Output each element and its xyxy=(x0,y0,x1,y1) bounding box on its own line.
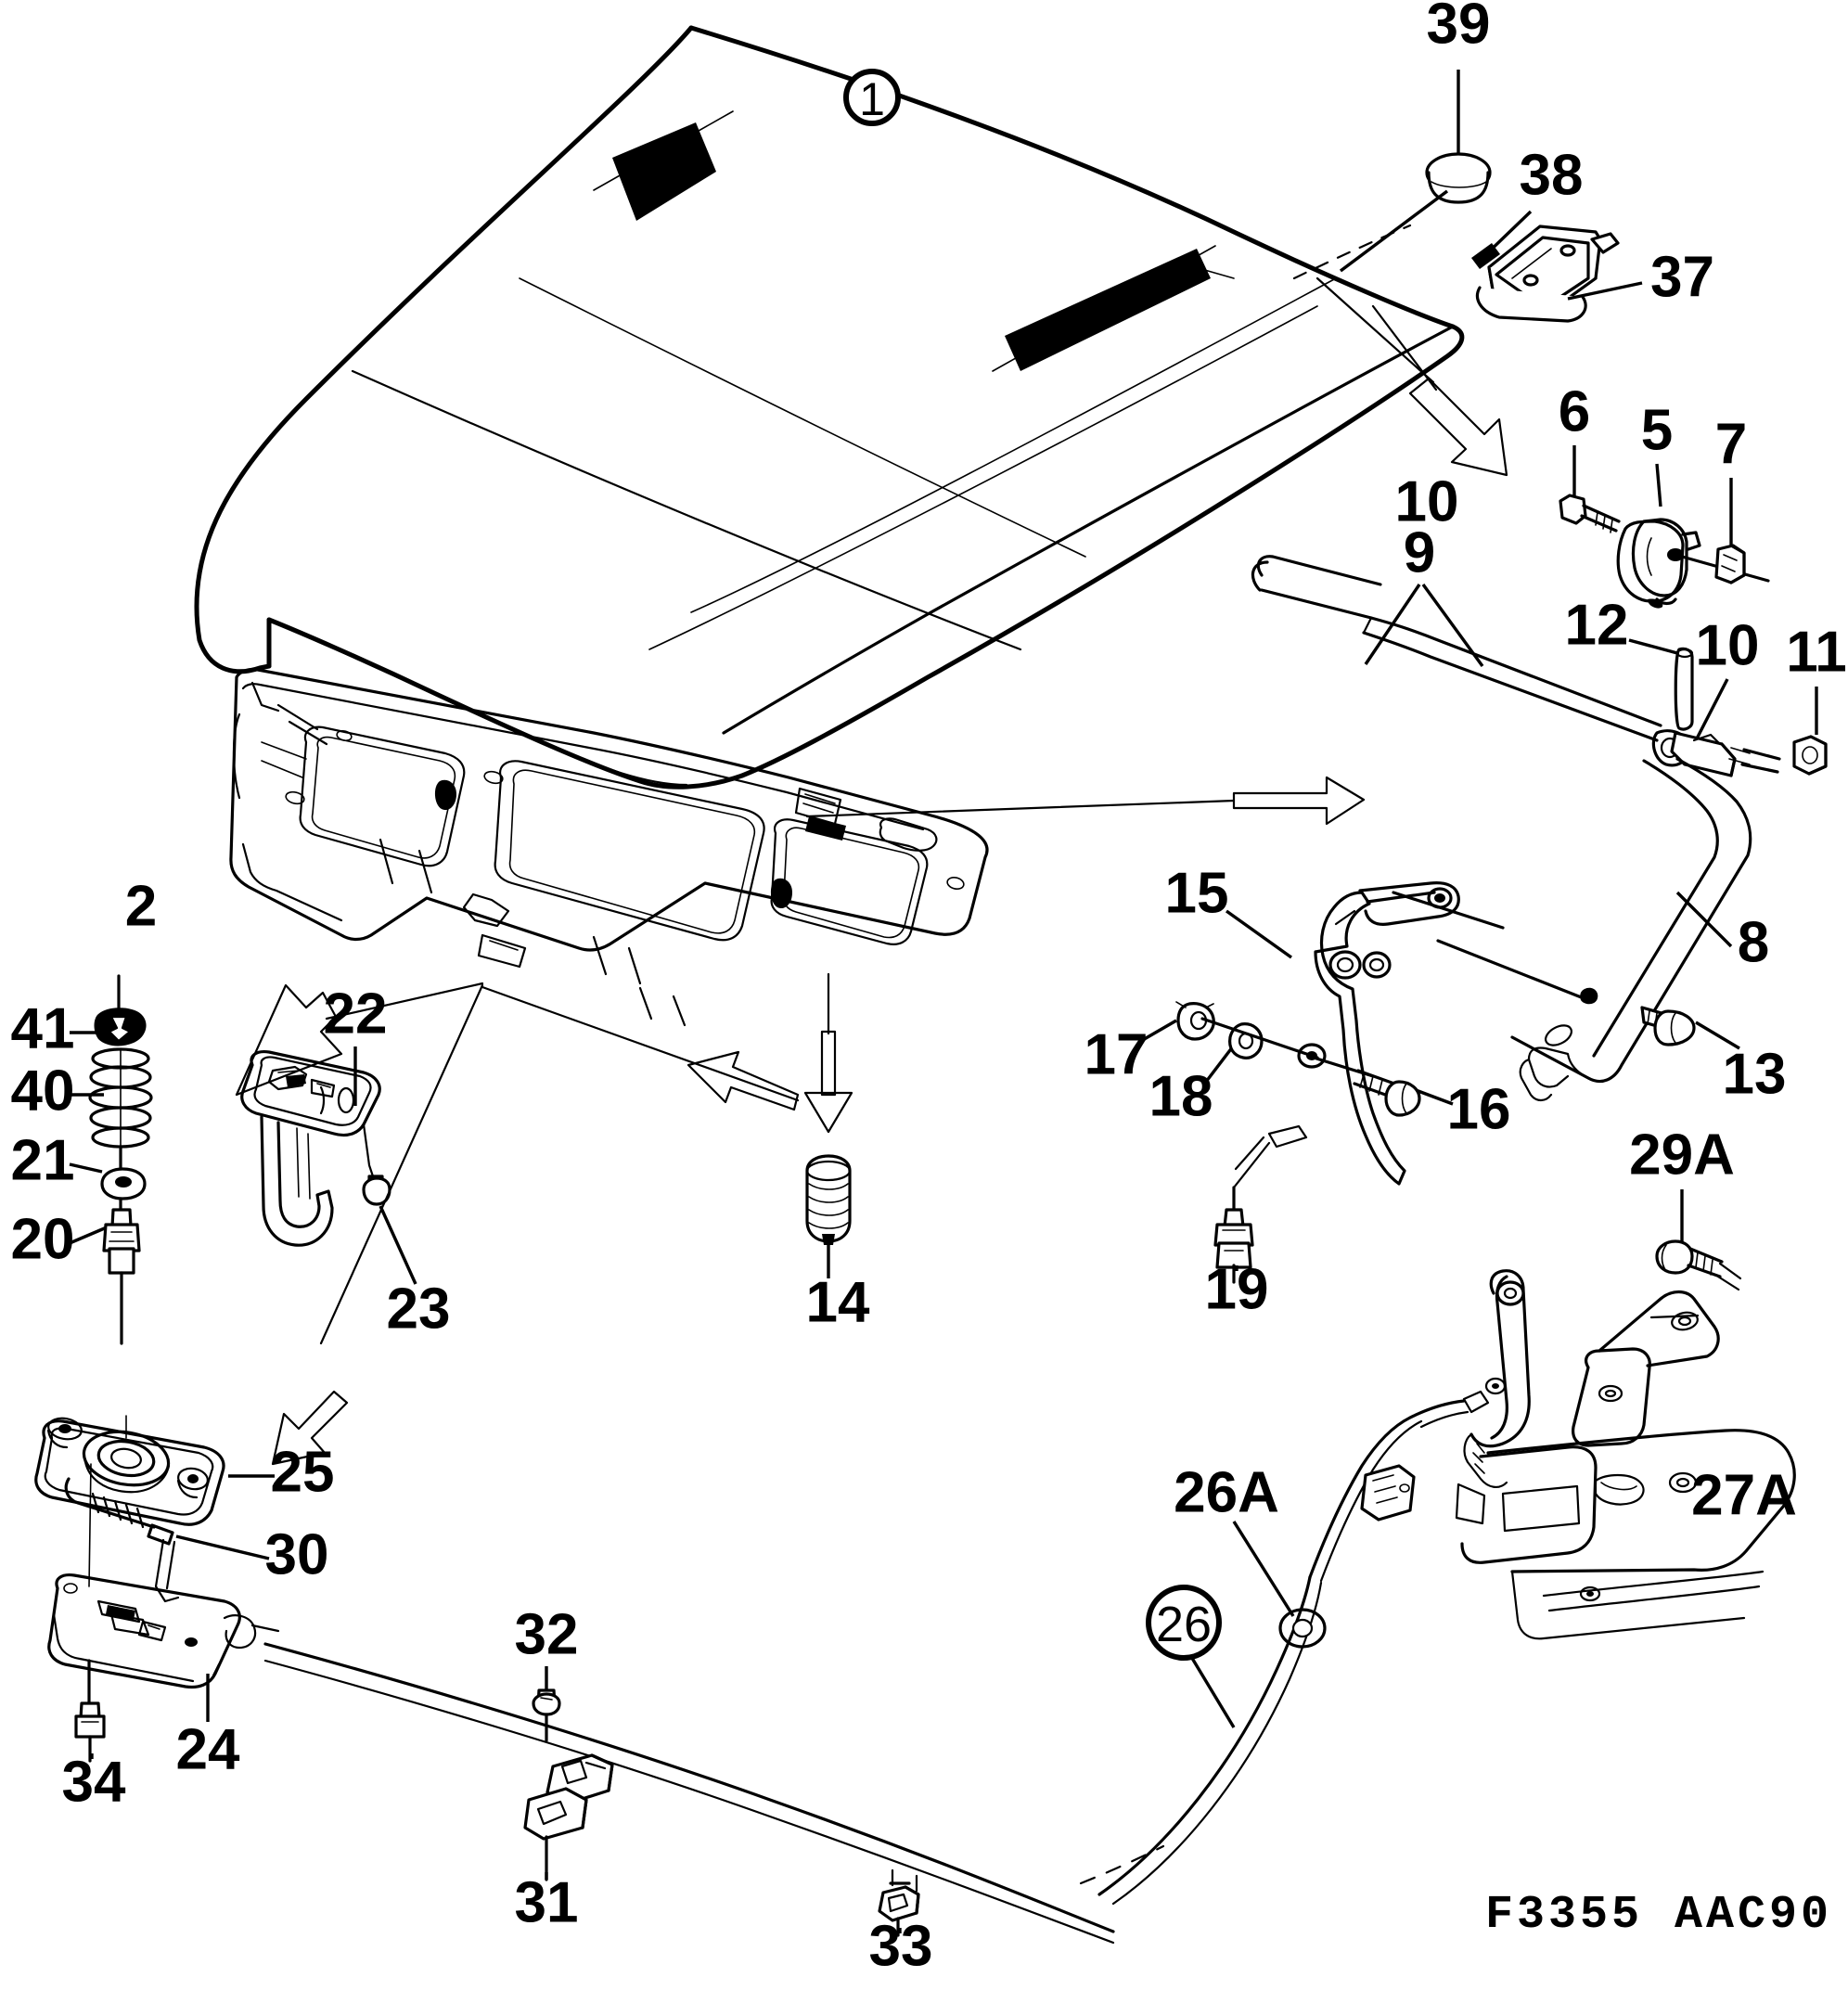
callout-32-label: 32 xyxy=(515,1602,579,1666)
part-8-hinge-arm xyxy=(1436,733,1752,1102)
callout-22-label: 22 xyxy=(324,982,388,1046)
callout-31-label: 31 xyxy=(515,1870,579,1934)
callout-26[interactable]: 26 xyxy=(1146,1585,1222,1661)
part-14-rubber-buffer xyxy=(805,1154,852,1278)
callout-26-label: 26 xyxy=(1156,1597,1212,1652)
callout-23-label: 23 xyxy=(387,1277,451,1341)
callout-30-label: 30 xyxy=(265,1522,329,1586)
callout-25-label: 25 xyxy=(271,1440,335,1504)
callout-8-label: 8 xyxy=(1738,910,1769,974)
callout-40-label: 40 xyxy=(11,1059,75,1123)
callout-5-label: 5 xyxy=(1641,398,1673,462)
callout-20-label: 20 xyxy=(11,1207,75,1271)
callout-24-label: 24 xyxy=(176,1717,240,1781)
callout-1[interactable]: 1 xyxy=(843,69,901,126)
part-26-release-cable xyxy=(263,1399,1469,1945)
callout-circle xyxy=(843,69,901,126)
part-24-lock-plate xyxy=(47,1573,280,1763)
diagram-footer-code: F3355 AAC90 xyxy=(1485,1889,1833,1942)
callout-12-label: 12 xyxy=(1565,593,1629,657)
callout-26A-label: 26A xyxy=(1174,1460,1279,1524)
callout-circle xyxy=(1146,1585,1222,1661)
part-27A-lock-carrier xyxy=(1455,1189,1796,1640)
callout-37-label: 37 xyxy=(1650,245,1714,309)
callout-labels: 1 39 38 37 6 5 7 10 9 12 10 11 8 13 15 1… xyxy=(11,0,1847,1978)
callout-18-label: 18 xyxy=(1149,1064,1213,1128)
callout-41-label: 41 xyxy=(11,996,75,1060)
callout-9-label: 9 xyxy=(1404,520,1435,584)
callout-7-label: 7 xyxy=(1715,412,1747,476)
callout-1-label: 1 xyxy=(859,73,885,125)
callout-39-label: 39 xyxy=(1427,0,1491,56)
callout-27A-label: 27A xyxy=(1691,1463,1797,1527)
callout-13-label: 13 xyxy=(1723,1042,1787,1106)
callout-21-label: 21 xyxy=(11,1128,75,1192)
callout-16-label: 16 xyxy=(1447,1077,1511,1141)
callout-14-label: 14 xyxy=(806,1270,870,1334)
callout-38-label: 38 xyxy=(1520,143,1584,207)
part-25-lock-housing xyxy=(34,1415,275,1603)
part-41-40-21-20-stack xyxy=(69,974,153,1345)
callout-10-right-label: 10 xyxy=(1696,613,1760,677)
part-5-6-7-stop-assembly xyxy=(1559,445,1770,609)
callout-29A-label: 29A xyxy=(1629,1123,1735,1187)
assembly-arrows xyxy=(235,276,1508,1466)
callout-34-label: 34 xyxy=(62,1750,126,1814)
callout-19-label: 19 xyxy=(1205,1257,1269,1321)
bonnet-inner-panel xyxy=(229,667,989,1027)
callout-6-label: 6 xyxy=(1559,379,1590,443)
part-37-38-striker xyxy=(1471,210,1643,323)
callout-11-label: 11 xyxy=(1786,620,1847,684)
part-39-rubber-buffer xyxy=(1339,70,1492,273)
callout-17-label: 17 xyxy=(1084,1022,1149,1086)
callout-10-top-label: 10 xyxy=(1395,469,1459,533)
callout-33-label: 33 xyxy=(869,1914,933,1978)
part-22-catch-bracket xyxy=(240,983,484,1345)
part-15-hinge-link xyxy=(1140,881,1505,1284)
bonnet-panel-outer xyxy=(194,25,1465,790)
callout-2-label: 2 xyxy=(125,874,157,938)
callout-15-label: 15 xyxy=(1165,861,1229,925)
